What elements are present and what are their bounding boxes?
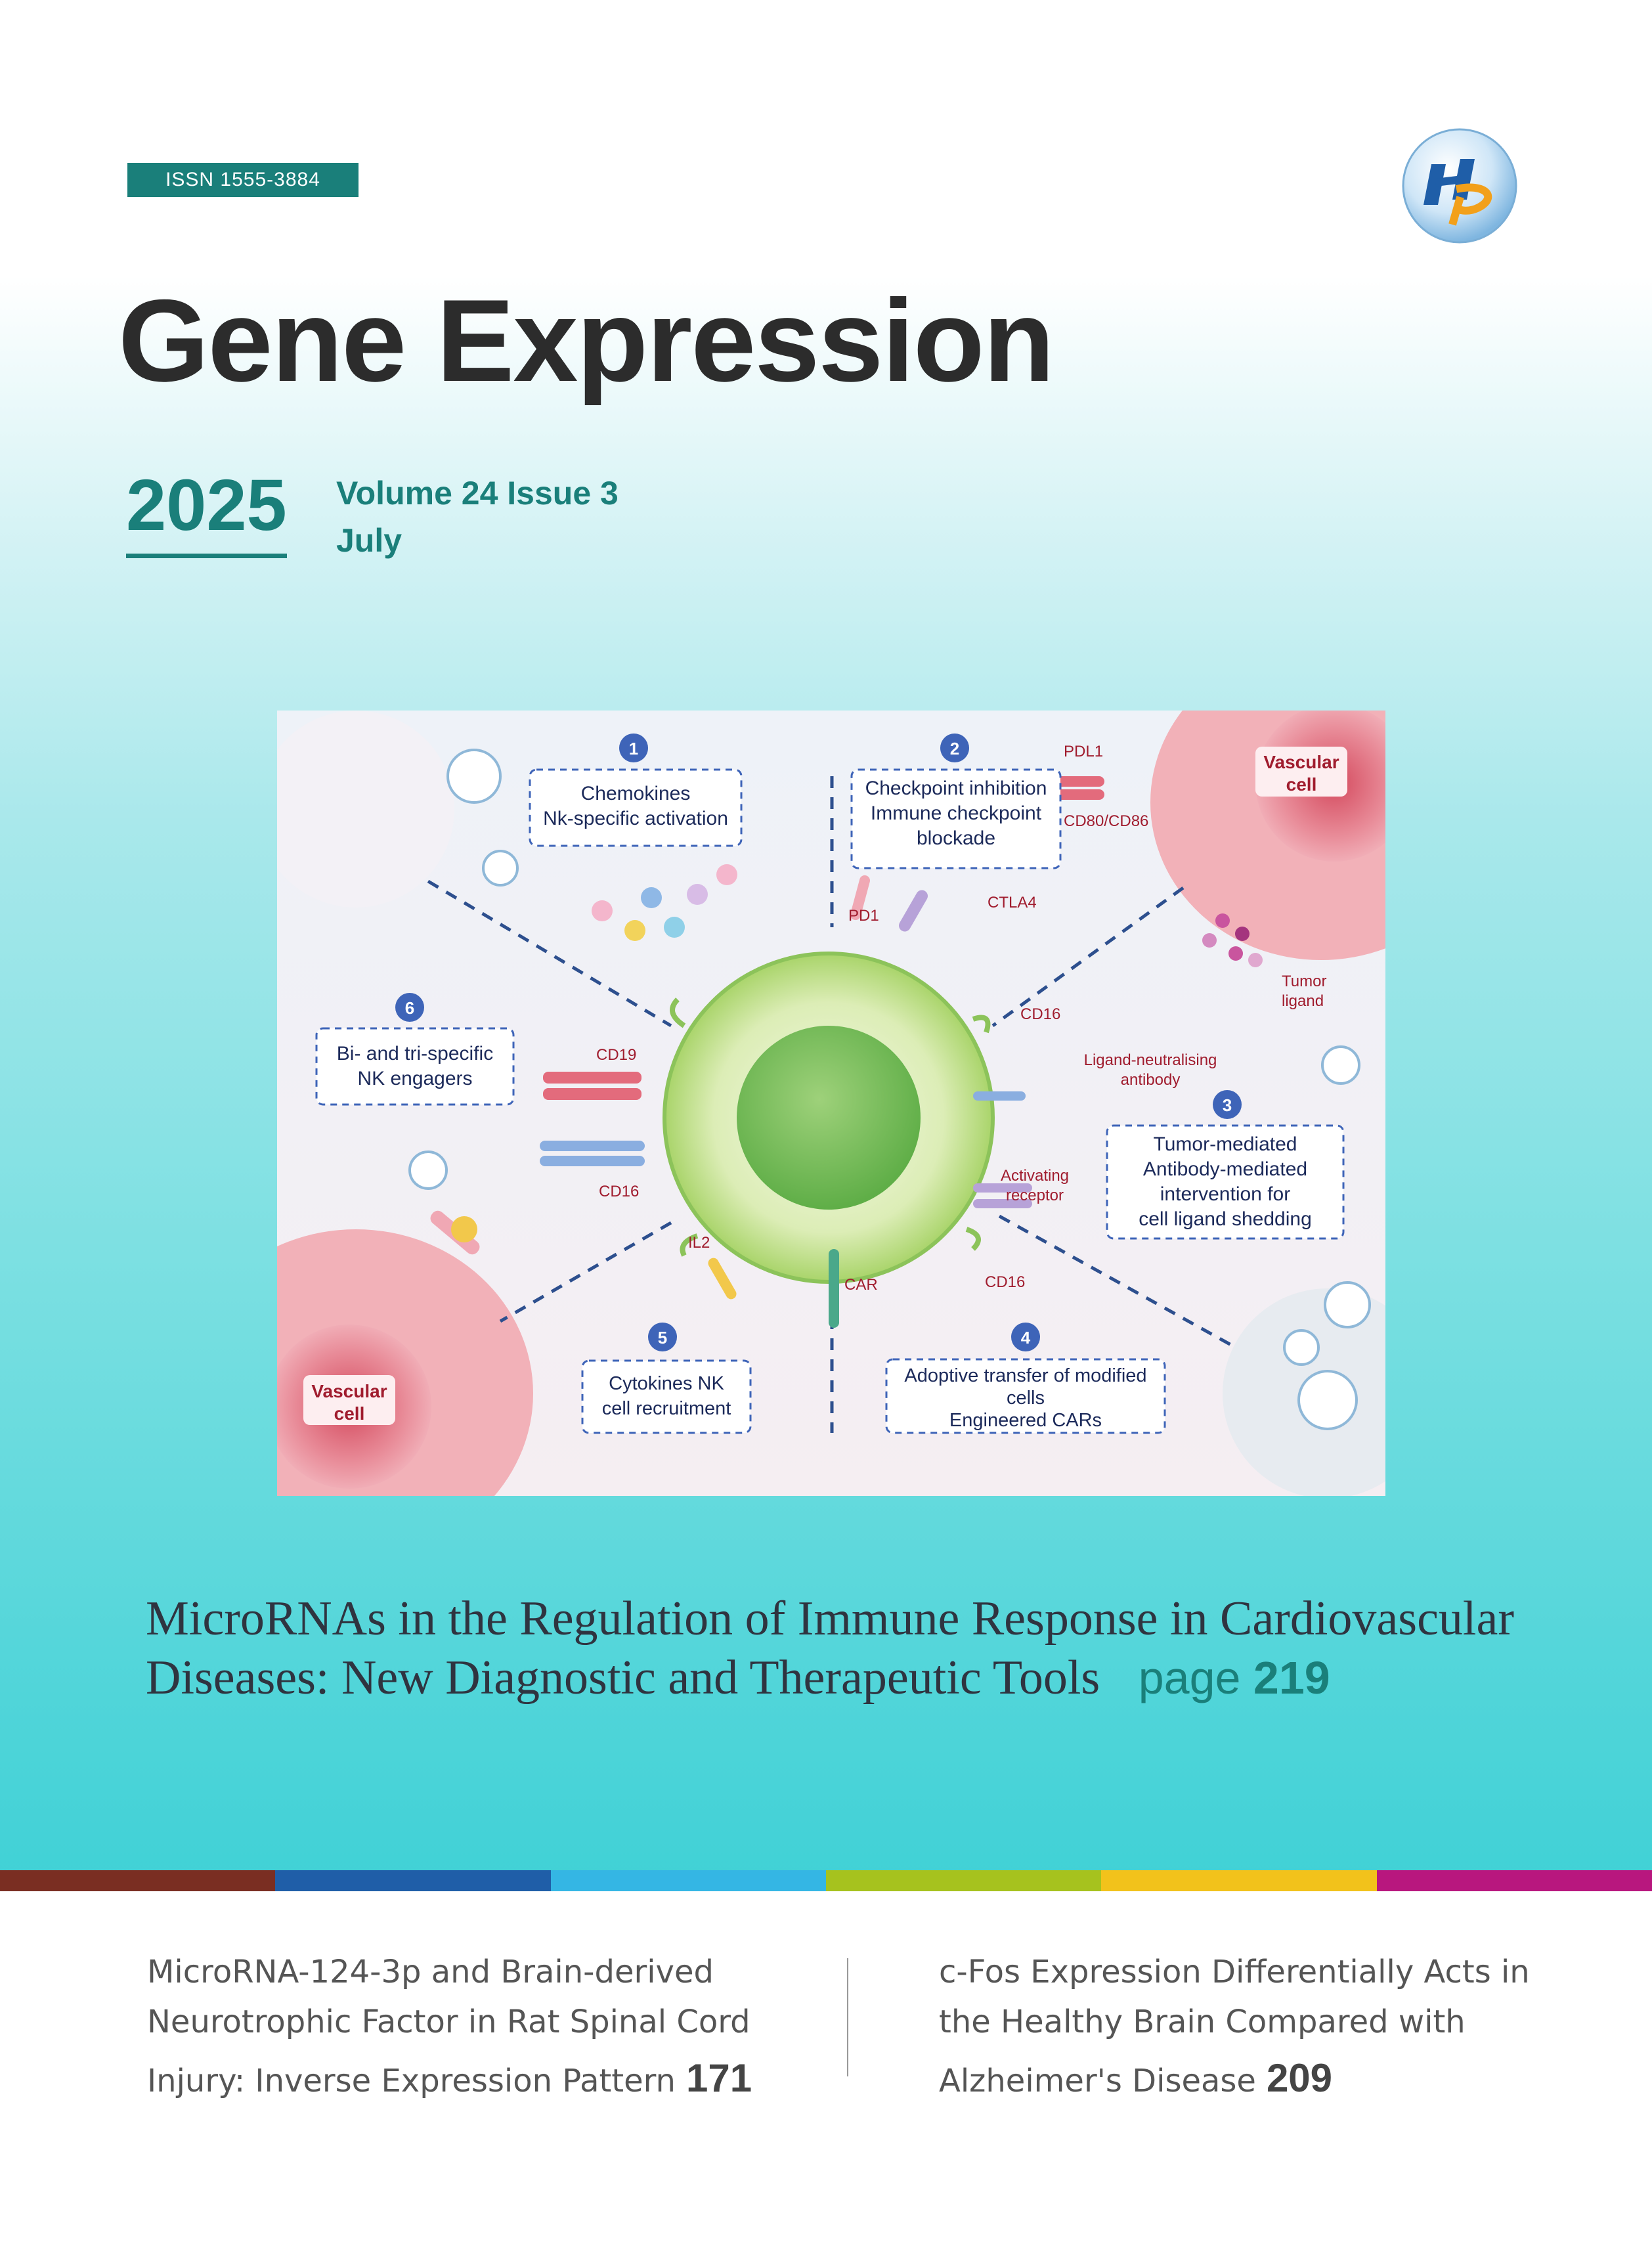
step-text: cells: [1007, 1388, 1045, 1409]
label-pdl1: PDL1: [1064, 743, 1103, 760]
stripe: [1376, 1870, 1652, 1891]
volume-issue: Volume 24 Issue 3: [336, 475, 619, 512]
issn-badge: ISSN 1555-3884: [127, 163, 359, 197]
page-prefix: page: [1138, 1652, 1241, 1704]
cover-illustration: Vascular cell Vascular cell: [277, 711, 1385, 1496]
ghost-cell: [277, 711, 454, 908]
vascular-cell-bottom-left: Vascular cell: [277, 1229, 533, 1496]
article-page: 171: [685, 2055, 752, 2100]
step-text: Tumor-mediated: [1154, 1133, 1297, 1155]
nk-cell-therapy-diagram: Vascular cell Vascular cell: [277, 711, 1385, 1496]
label-ctla4: CTLA4: [988, 894, 1037, 911]
label-car: CAR: [844, 1276, 878, 1294]
page-number: 219: [1253, 1652, 1330, 1704]
stripe: [550, 1870, 826, 1891]
step-text: Nk-specific activation: [543, 808, 728, 829]
article-page: 209: [1266, 2055, 1333, 2100]
label-ligand-neutralising: Ligand-neutralising: [1084, 1051, 1217, 1069]
article-teaser-left[interactable]: MicroRNA-124-3p and Brain-derived Neurot…: [147, 1948, 843, 2109]
label-pd1: PD1: [848, 907, 879, 925]
step-text: Immune checkpoint: [871, 802, 1042, 824]
label-tumor-ligand: Tumor: [1282, 973, 1326, 990]
label-cd16: CD16: [1020, 1005, 1060, 1023]
label-cd16: CD16: [599, 1183, 639, 1200]
virus-icons: [408, 749, 1371, 1430]
step-number: 3: [1223, 1095, 1232, 1115]
step-text: Cytokines NK: [609, 1373, 724, 1394]
vascular-label: Vascular: [311, 1381, 387, 1401]
step-boxes: 1 Chemokines Nk-specific activation 2 Ch…: [315, 734, 1345, 1434]
step-text: Checkpoint inhibition: [865, 778, 1047, 799]
bottom-panel: [0, 1891, 1652, 2257]
stripe: [1101, 1870, 1377, 1891]
article-title: c-Fos Expression Differentially Acts in …: [939, 1954, 1530, 2099]
step-text: Bi- and tri-specific: [337, 1043, 493, 1064]
step-text: Chemokines: [581, 783, 691, 804]
feature-article[interactable]: MicroRNAs in the Regulation of Immune Re…: [146, 1589, 1557, 1708]
label-cd16: CD16: [985, 1273, 1025, 1291]
vascular-label: Vascular: [1263, 752, 1339, 772]
stripe: [0, 1870, 276, 1891]
journal-title: Gene Expression: [118, 275, 1054, 406]
step-number: 2: [950, 739, 959, 758]
step-number: 1: [629, 739, 638, 758]
step-text: blockade: [917, 827, 995, 849]
label-activating-receptor: receptor: [1006, 1187, 1064, 1204]
article-teaser-right[interactable]: c-Fos Expression Differentially Acts in …: [939, 1948, 1556, 2109]
vascular-label: cell: [1286, 774, 1317, 795]
vascular-cell-top-right: Vascular cell: [1150, 711, 1385, 960]
feature-article-page: page 219: [1139, 1652, 1330, 1703]
stripe: [825, 1870, 1102, 1891]
issue-month: July: [336, 522, 402, 559]
stripe: [275, 1870, 551, 1891]
nk-cell: [663, 952, 995, 1284]
issue-year: 2025: [126, 470, 287, 558]
publisher-logo-icon: [1402, 128, 1517, 244]
feature-article-title: MicroRNAs in the Regulation of Immune Re…: [146, 1592, 1514, 1705]
label-il2: IL2: [688, 1234, 710, 1252]
step-text: Antibody-mediated: [1143, 1158, 1307, 1180]
column-divider: [847, 1958, 848, 2076]
step-text: cell recruitment: [602, 1398, 731, 1419]
label-ligand-neutralising: antibody: [1121, 1071, 1181, 1089]
label-tumor-ligand: ligand: [1282, 992, 1324, 1010]
label-cd80: CD80/CD86: [1064, 812, 1148, 830]
receptor-labels: PDL1 CD80/CD86 PD1 CTLA4 Tumor ligand CD…: [596, 743, 1326, 1294]
vascular-label: cell: [334, 1403, 365, 1424]
color-stripe-bar: [0, 1870, 1652, 1891]
step-text: Adoptive transfer of modified: [904, 1365, 1146, 1386]
step-text: cell ligand shedding: [1139, 1208, 1312, 1230]
step-text: NK engagers: [357, 1068, 472, 1089]
step-text: intervention for: [1160, 1183, 1290, 1205]
step-number: 4: [1021, 1328, 1031, 1348]
step-number: 6: [405, 998, 414, 1018]
step-text: Engineered CARs: [949, 1410, 1102, 1431]
label-activating-receptor: Activating: [1001, 1167, 1069, 1185]
step-number: 5: [658, 1328, 667, 1348]
chemokine-dots: [592, 864, 1263, 967]
label-cd19: CD19: [596, 1046, 636, 1064]
article-title: MicroRNA-124-3p and Brain-derived Neurot…: [147, 1954, 750, 2099]
